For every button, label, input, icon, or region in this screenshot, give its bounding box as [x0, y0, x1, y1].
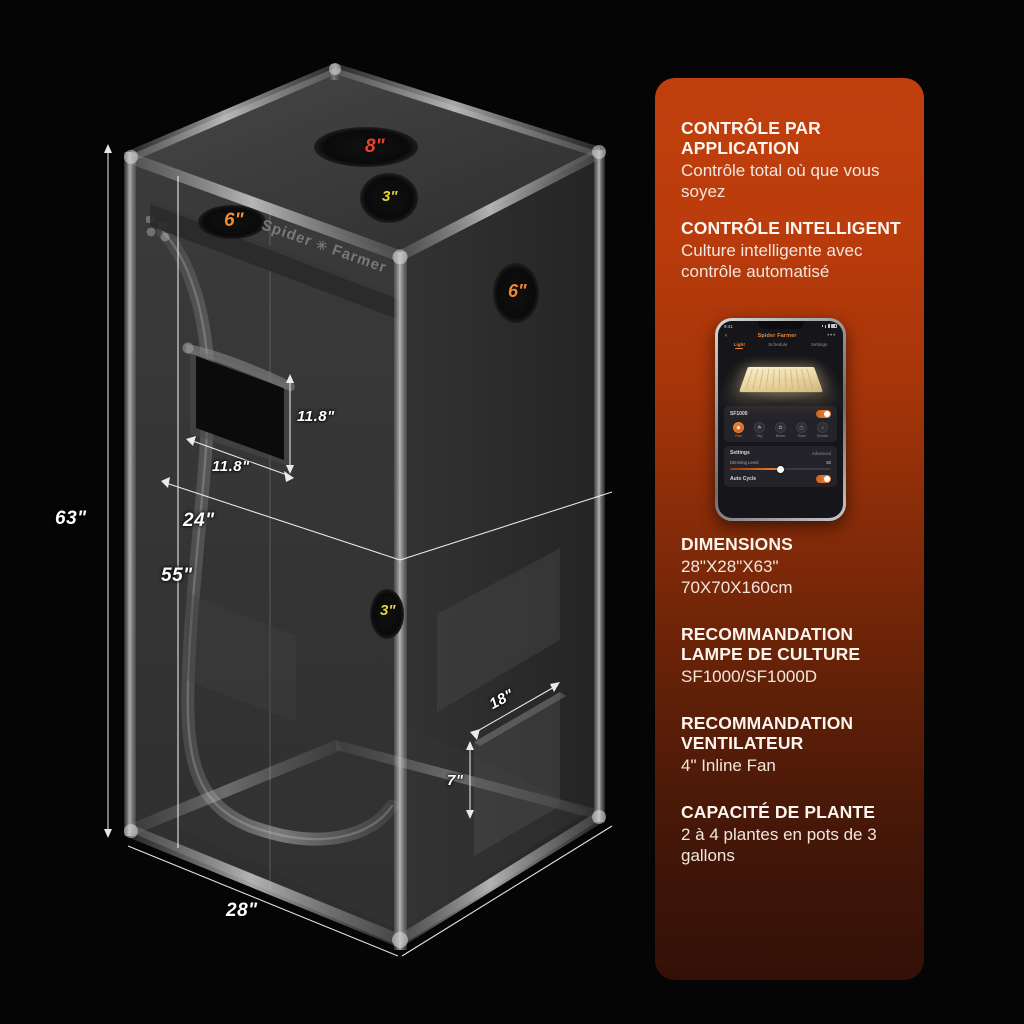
tent-illustration: [104, 63, 613, 957]
leaf-icon: ☘: [754, 422, 765, 433]
status-icons: [821, 324, 837, 328]
phone-device-frame: 9:41 ‹ Spider Farmer •••: [715, 318, 846, 521]
spec-title-smart-control: CONTRÔLE INTELLIGENT: [681, 218, 901, 238]
spacer: [681, 776, 902, 802]
signal-icon: [824, 324, 827, 328]
settings-card: Settings Advanced Dimming Level 50: [724, 446, 837, 487]
port-label-top-8: 8": [365, 136, 385, 157]
port-label-side-6: 6": [508, 281, 527, 301]
spacer: [681, 687, 902, 713]
mode-sunrise[interactable]: ☼ Sunrise: [814, 422, 831, 438]
spacer: [681, 202, 902, 218]
spacer: [681, 598, 902, 624]
port-label-front-6: 6": [224, 210, 244, 231]
spec-title-dimensions: DIMENSIONS: [681, 534, 793, 554]
spec-body-plant-capacity: 2 à 4 plantes en pots de 3 gallons: [681, 825, 877, 865]
device-name: SF1000: [730, 411, 748, 417]
spec-block-grow-light: RECOMMANDATION LAMPE DE CULTURE SF1000/S…: [681, 624, 902, 687]
mode-timer[interactable]: ◷ Timer: [793, 422, 810, 438]
light-glow: [734, 382, 827, 402]
spec-body-fan: 4" Inline Fan: [681, 756, 776, 775]
app-title: Spider Farmer: [757, 333, 797, 339]
auto-cycle-toggle[interactable]: [816, 475, 831, 483]
spec-title-plant-capacity: CAPACITÉ DE PLANTE: [681, 802, 875, 822]
device-power-row: SF1000: [730, 410, 831, 418]
signal-icon: [821, 325, 824, 327]
phone-screen: 9:41 ‹ Spider Farmer •••: [718, 321, 843, 518]
spec-title-grow-light: RECOMMANDATION LAMPE DE CULTURE: [681, 624, 861, 664]
spec-title-app-control: CONTRÔLE PAR APPLICATION: [681, 118, 821, 158]
grow-tent-diagram: 63" 24" 55" 11.8" 11.8" 18" 7" 28" 28" 8…: [55, 63, 760, 957]
battery-icon: [831, 324, 837, 328]
slider-label: Dimming Level: [730, 460, 759, 465]
back-icon[interactable]: ‹: [725, 333, 727, 339]
power-toggle[interactable]: [816, 410, 831, 418]
dimension-vent-flap-height: 7": [447, 772, 464, 789]
phone-notch: [757, 321, 804, 329]
dimension-window-height: 11.8": [297, 408, 335, 425]
port-label-lower-3: 3": [380, 602, 396, 619]
settings-header-row[interactable]: Settings Advanced: [730, 450, 831, 456]
grow-light-preview: [718, 352, 843, 404]
spider-icon: ✳: [314, 236, 331, 255]
dimming-slider[interactable]: Dimming Level 50: [730, 460, 831, 473]
mode-bloom-caption: Bloom: [775, 434, 786, 438]
tab-light[interactable]: Light: [733, 342, 745, 349]
spec-block-dimensions: DIMENSIONS 28"X28"X63" 70X70X160cm: [681, 534, 902, 598]
slider-fill: [730, 468, 781, 470]
mode-veg-caption: Veg: [756, 434, 763, 438]
slider-knob[interactable]: [777, 465, 784, 473]
mode-sunrise-caption: Sunrise: [816, 434, 829, 438]
spec-body-app-control: Contrôle total où que vous soyez: [681, 161, 880, 201]
wifi-icon: [827, 324, 830, 328]
app-tab-bar: Light Schedule Settings: [718, 340, 843, 352]
dimension-height-interior: 55": [161, 565, 193, 586]
slider-header: Dimming Level 50: [730, 460, 831, 465]
auto-cycle-label: Auto Cycle: [730, 476, 757, 482]
port-label-top-3: 3": [382, 188, 398, 205]
mode-timer-caption: Timer: [797, 434, 806, 438]
status-time: 9:41: [724, 323, 733, 329]
mode-bloom[interactable]: ✿ Bloom: [772, 422, 789, 438]
dimension-base-width-front: 28": [226, 900, 258, 921]
spec-body-grow-light: SF1000/SF1000D: [681, 667, 818, 686]
spec-title-fan: RECOMMANDATION VENTILATEUR: [681, 713, 854, 753]
tab-settings[interactable]: Settings: [810, 342, 828, 347]
spec-block-smart-control: CONTRÔLE INTELLIGENT Culture intelligent…: [681, 218, 902, 282]
mode-veg[interactable]: ☘ Veg: [751, 422, 768, 438]
dimension-window-width: 11.8": [212, 458, 250, 475]
sun-icon: ☼: [817, 422, 828, 433]
slider-value: 50: [826, 460, 831, 465]
app-header: ‹ Spider Farmer •••: [718, 331, 843, 340]
phone-status-bar: 9:41: [718, 321, 843, 331]
more-menu-icon[interactable]: •••: [827, 333, 836, 339]
mode-run[interactable]: ◉ Run: [730, 422, 747, 438]
settings-title: Settings: [730, 450, 750, 456]
tab-schedule[interactable]: Schedule: [768, 342, 788, 347]
slider-track[interactable]: [730, 465, 831, 473]
flower-icon: ✿: [775, 422, 786, 433]
spec-block-plant-capacity: CAPACITÉ DE PLANTE 2 à 4 plantes en pots…: [681, 802, 902, 866]
auto-cycle-row: Auto Cycle: [730, 475, 831, 483]
mode-run-caption: Run: [735, 434, 742, 438]
specs-panel: CONTRÔLE PAR APPLICATION Contrôle total …: [655, 78, 924, 980]
spec-block-app-control: CONTRÔLE PAR APPLICATION Contrôle total …: [681, 118, 902, 202]
app-phone-mockup: 9:41 ‹ Spider Farmer •••: [715, 318, 855, 523]
advanced-link[interactable]: Advanced: [811, 450, 831, 456]
run-icon: ◉: [733, 422, 744, 433]
dimension-depth-interior: 24": [183, 510, 215, 531]
clock-icon: ◷: [796, 422, 807, 433]
spec-body-smart-control: Culture intelligente avec contrôle autom…: [681, 241, 863, 281]
spec-body-dimensions-line1: 28"X28"X63": [681, 557, 779, 576]
spec-body-dimensions-line2: 70X70X160cm: [681, 578, 793, 597]
device-control-card: SF1000 ◉ Run ☘ Veg: [724, 406, 837, 442]
dimension-height-overall: 63": [55, 508, 87, 529]
mode-button-row: ◉ Run ☘ Veg ✿ Bloom: [730, 422, 831, 438]
spec-block-fan: RECOMMANDATION VENTILATEUR 4" Inline Fan: [681, 713, 902, 776]
